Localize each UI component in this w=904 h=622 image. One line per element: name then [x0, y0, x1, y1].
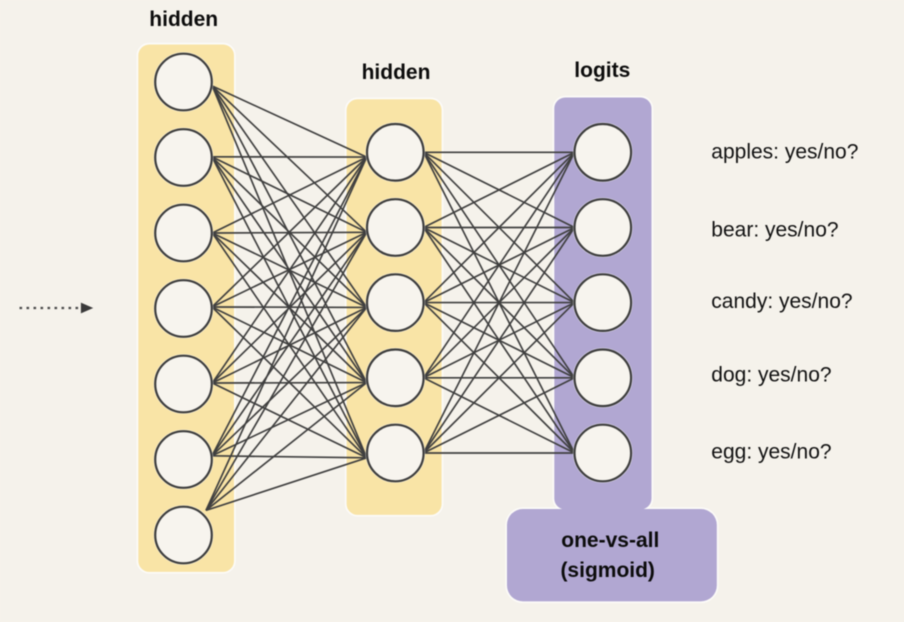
- svg-text:dog: yes/no?: dog: yes/no?: [711, 364, 831, 387]
- svg-text:bear: yes/no?: bear: yes/no?: [711, 218, 838, 241]
- svg-text:candy: yes/no?: candy: yes/no?: [711, 290, 852, 313]
- svg-text:(sigmoid): (sigmoid): [560, 559, 655, 582]
- svg-text:egg: yes/no?: egg: yes/no?: [711, 440, 831, 463]
- svg-text:apples: yes/no?: apples: yes/no?: [711, 141, 858, 164]
- svg-text:one-vs-all: one-vs-all: [561, 529, 659, 552]
- svg-text:hidden: hidden: [362, 61, 431, 84]
- svg-text:logits: logits: [574, 59, 630, 82]
- svg-text:hidden: hidden: [149, 8, 218, 31]
